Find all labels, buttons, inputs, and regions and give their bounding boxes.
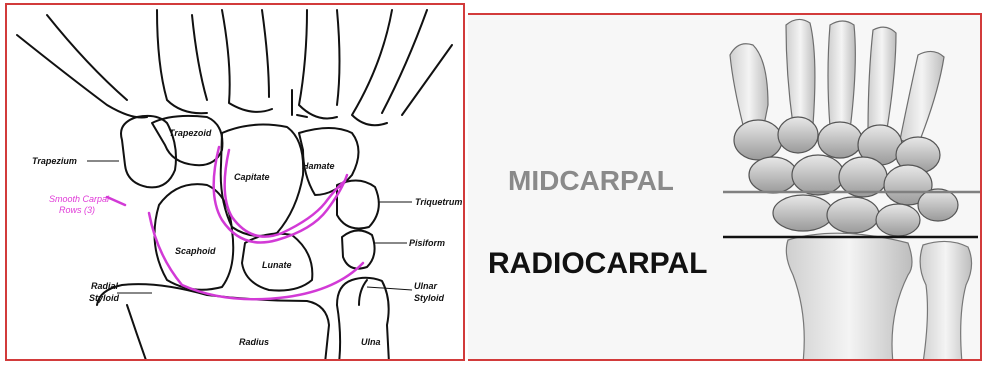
scaphoid-label: Scaphoid (175, 247, 216, 256)
wrist-3d-render-panel: MIDCARPAL RADIOCARPAL (468, 13, 982, 361)
capitate-label: Capitate (234, 173, 270, 182)
radius-label: Radius (239, 338, 269, 347)
wrist-bones-drawing (7, 5, 465, 361)
triquetrum-bone (337, 180, 379, 228)
trapezoid-label: Trapezoid (169, 129, 211, 138)
hamate-label: Hamate (302, 162, 335, 171)
pisiform-label: Pisiform (409, 239, 445, 248)
scaphoid-bone (155, 184, 234, 290)
wrist-line-diagram-panel: Trapezoid Trapezium Capitate Hamate Smoo… (5, 3, 465, 361)
ulnar-styloid-label-line2: Styloid (414, 294, 444, 303)
radiocarpal-label: RADIOCARPAL (488, 249, 707, 279)
metacarpal-4 (299, 10, 337, 119)
metacarpal-1 (17, 35, 147, 118)
smooth-carpal-rows-label-line1: Smooth Carpal (49, 195, 109, 204)
midcarpal-label: MIDCARPAL (508, 167, 674, 195)
radial-styloid-label-line1: Radial (91, 282, 118, 291)
ulna-label: Ulna (361, 338, 381, 347)
radial-styloid-label-line2: Styloid (89, 294, 119, 303)
metacarpal-2 (157, 10, 207, 113)
triquetrum-label: Triquetrum (415, 198, 462, 207)
pisiform-bone (342, 230, 375, 268)
smooth-carpal-rows-label-line2: Rows (3) (59, 206, 95, 215)
lunate-label: Lunate (262, 261, 292, 270)
ulnar-styloid-label-line1: Ulnar (414, 282, 437, 291)
metacarpal-5 (352, 10, 392, 125)
ulna-bone (337, 278, 389, 361)
trapezoid-bone (152, 116, 222, 165)
trapezium-label: Trapezium (32, 157, 77, 166)
